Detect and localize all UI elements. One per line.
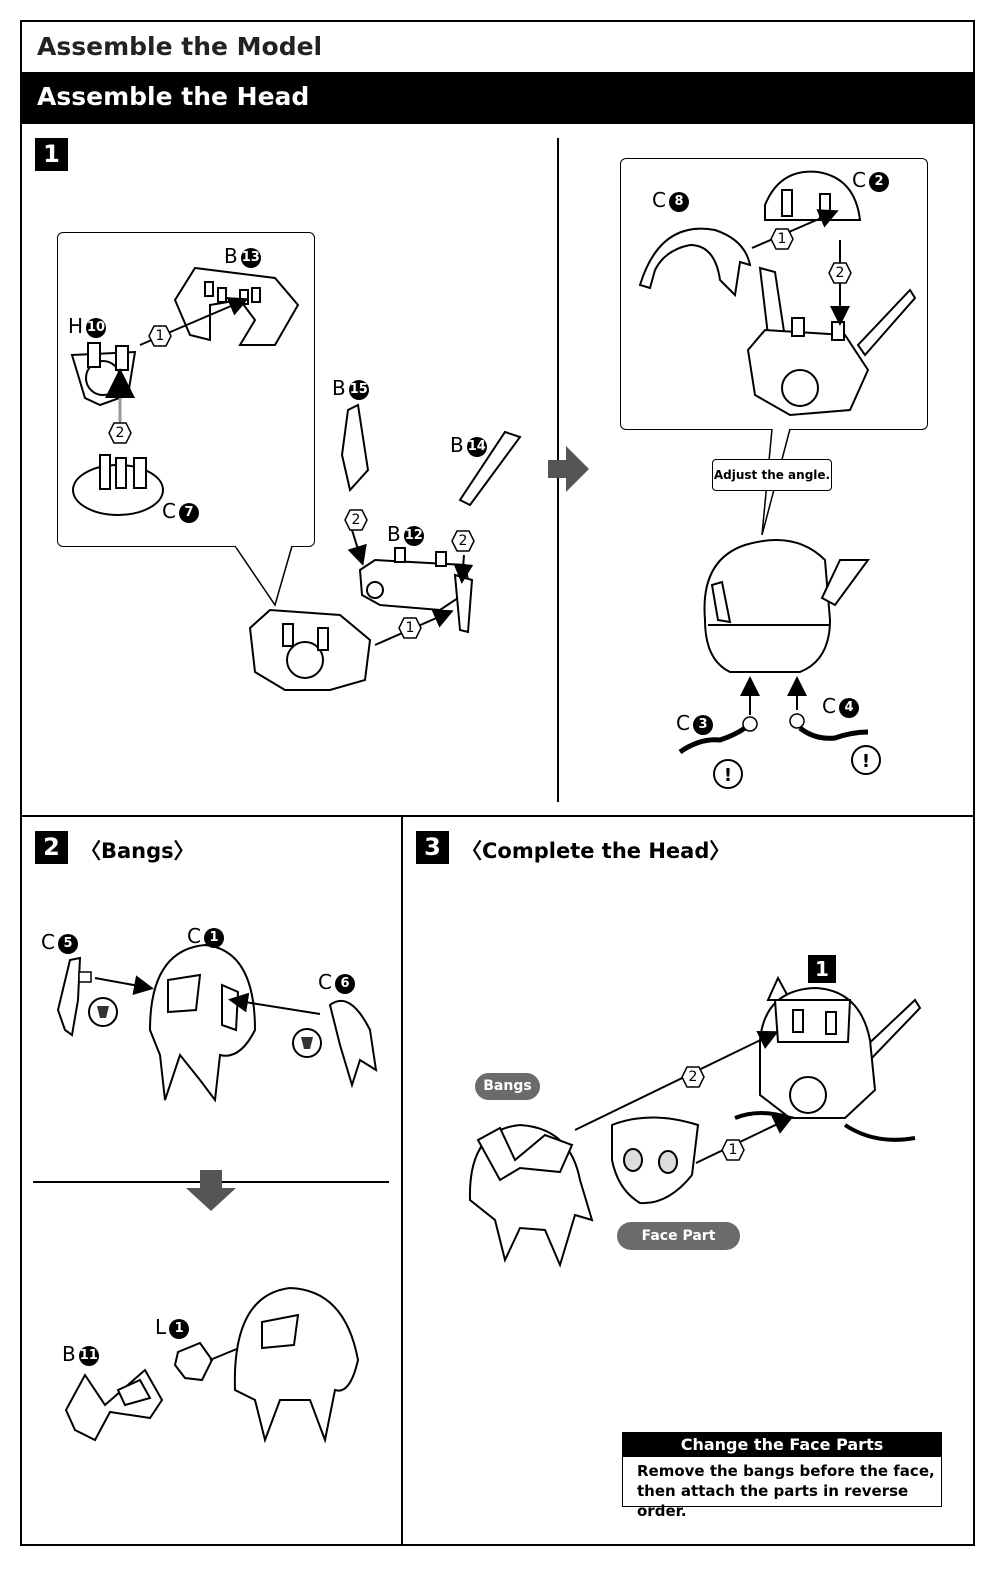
face-part-label: Face Part bbox=[617, 1222, 740, 1250]
column-divider bbox=[401, 817, 403, 1544]
part-b11-drawing bbox=[64, 1368, 164, 1442]
bangs-with-tiara-drawing bbox=[468, 1123, 594, 1268]
part-c2-drawing bbox=[764, 170, 862, 221]
order-mark-1: 1 bbox=[770, 228, 794, 250]
part-l1-drawing bbox=[173, 1341, 214, 1382]
down-arrow-icon bbox=[186, 1170, 236, 1211]
part-c1-drawing bbox=[148, 943, 257, 1103]
change-face-note-title: Change the Face Parts bbox=[623, 1433, 941, 1457]
step1-badge: 1 bbox=[35, 138, 68, 171]
page-title: Assemble the Model bbox=[37, 32, 323, 61]
svg-text:!: ! bbox=[862, 751, 870, 772]
part-c6-drawing bbox=[328, 999, 378, 1089]
step2-badge: 2 bbox=[35, 831, 68, 864]
order-mark-1: 1 bbox=[398, 617, 422, 639]
step1-left-illustration bbox=[70, 266, 589, 691]
bangs-label: Bangs bbox=[475, 1073, 540, 1100]
head-back-drawing bbox=[703, 539, 870, 673]
order-mark-1: 1 bbox=[148, 325, 172, 347]
part-c7-drawing bbox=[72, 454, 164, 516]
row-divider bbox=[22, 815, 973, 817]
part-b15-drawing bbox=[340, 403, 370, 493]
next-arrow-icon bbox=[548, 446, 589, 492]
page-frame bbox=[20, 20, 975, 1546]
change-face-note-body: Remove the bangs before the face, then a… bbox=[637, 1462, 935, 1520]
svg-text:!: ! bbox=[724, 765, 732, 786]
section-title: Assemble the Head bbox=[37, 82, 310, 111]
step3-title: 〈Complete the Head〉 bbox=[461, 839, 731, 863]
step3-badge: 3 bbox=[416, 831, 449, 864]
part-c5-drawing bbox=[56, 956, 82, 1037]
order-mark-2: 2 bbox=[828, 262, 852, 284]
part-b12-drawing bbox=[358, 547, 474, 634]
caution-grip-icon bbox=[88, 997, 118, 1027]
part-b13-drawing bbox=[173, 266, 300, 346]
part-c4-drawing bbox=[798, 726, 869, 741]
head-rear-drawing bbox=[746, 266, 917, 417]
part-c3-drawing bbox=[678, 725, 747, 755]
adjust-angle-note: Adjust the angle. bbox=[712, 459, 832, 491]
change-face-note: Change the Face Parts Remove the bangs b… bbox=[622, 1432, 942, 1520]
order-mark-2: 2 bbox=[344, 509, 368, 531]
caution-icon: ! bbox=[851, 745, 881, 775]
step2-illustration bbox=[56, 943, 378, 1444]
order-mark-2: 2 bbox=[681, 1066, 705, 1088]
part-c8-drawing bbox=[638, 227, 752, 298]
part-b14-drawing bbox=[458, 430, 522, 507]
caution-grip-icon bbox=[292, 1028, 322, 1058]
caution-icon: ! bbox=[713, 759, 743, 789]
step2-title: 〈Bangs〉 bbox=[80, 839, 195, 863]
face-part-drawing bbox=[611, 1116, 700, 1205]
bangs-assembled-drawing bbox=[233, 1286, 360, 1444]
head-assembled-drawing bbox=[734, 975, 922, 1142]
order-mark-2: 2 bbox=[108, 422, 132, 444]
section-header: Assemble the Head bbox=[22, 72, 973, 124]
head-assembly-drawing bbox=[248, 608, 372, 691]
step1-reference-badge: 1 bbox=[808, 955, 836, 983]
order-mark-1: 1 bbox=[721, 1139, 745, 1161]
order-mark-2: 2 bbox=[451, 530, 475, 552]
page-header: Assemble the Model bbox=[22, 22, 973, 72]
